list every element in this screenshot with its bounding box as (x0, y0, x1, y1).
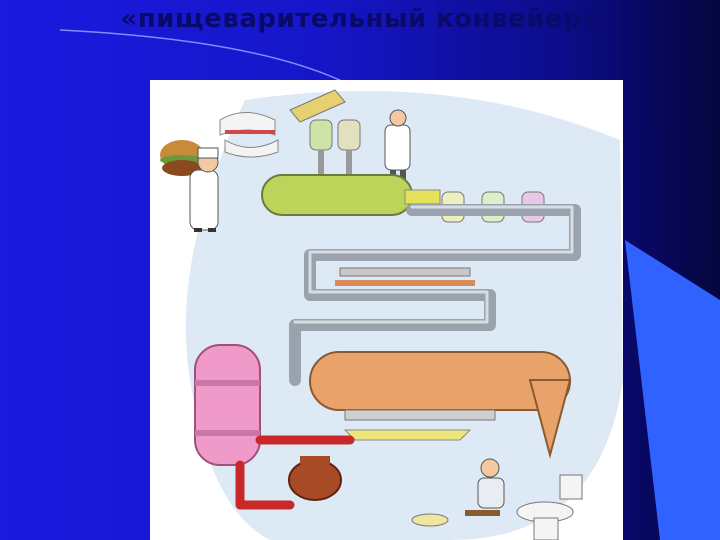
pipe-highlight (293, 205, 574, 324)
dentures (219, 112, 279, 158)
pouring-bottle (289, 89, 346, 123)
slide-title: «пищеварительный конвейер» (120, 4, 600, 34)
pink-tank (194, 344, 261, 466)
brown-pot (288, 456, 342, 501)
illustration-frame (150, 80, 623, 540)
yellow-collector (343, 429, 472, 441)
bowl (411, 513, 449, 527)
green-tube (261, 174, 441, 216)
top-flasks (309, 119, 361, 175)
chef-with-burger (160, 140, 219, 232)
intestine-tank (309, 351, 572, 459)
heating-grills (335, 267, 475, 286)
bottom-worker (465, 458, 505, 516)
decor-line (59, 29, 351, 86)
pipe-system (289, 204, 581, 386)
digestive-conveyor-cartoon-icon (160, 89, 623, 540)
red-pipe (235, 435, 355, 510)
toilet (516, 474, 583, 540)
decor-wedge (625, 240, 720, 540)
